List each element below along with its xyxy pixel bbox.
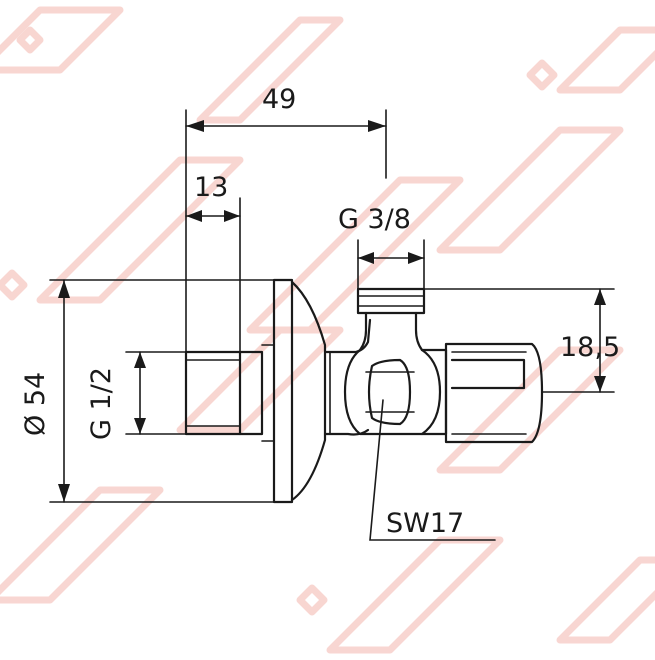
label-wrench-size: SW17 bbox=[386, 508, 464, 539]
inlet-thread-stub bbox=[184, 350, 242, 436]
label-outlet-thread: G 3/8 bbox=[338, 204, 411, 235]
watermark-pattern bbox=[0, 6, 655, 654]
label-inlet-thread-length: 13 bbox=[194, 172, 228, 203]
dimension-lines bbox=[49, 109, 615, 541]
label-rosette-diameter: Ø 54 bbox=[20, 372, 51, 436]
label-total-length: 49 bbox=[262, 84, 296, 115]
rosette-cone bbox=[290, 280, 327, 502]
handle-knob bbox=[444, 342, 544, 444]
valve-body bbox=[184, 278, 544, 504]
main-body-upper bbox=[323, 318, 372, 436]
inlet-neck bbox=[238, 350, 264, 436]
hex-nut-sw17 bbox=[367, 358, 412, 426]
rosette-plate bbox=[272, 278, 294, 504]
outlet-thread-top bbox=[356, 287, 426, 315]
outlet-neck bbox=[358, 311, 424, 352]
dimension-labels: 49 13 G 3/8 18,5 SW17 Ø 54 G 1/2 bbox=[20, 84, 620, 539]
label-inlet-thread: G 1/2 bbox=[86, 367, 117, 440]
handle-slot bbox=[450, 358, 526, 390]
central-body bbox=[343, 348, 442, 436]
label-outlet-height: 18,5 bbox=[560, 332, 620, 363]
